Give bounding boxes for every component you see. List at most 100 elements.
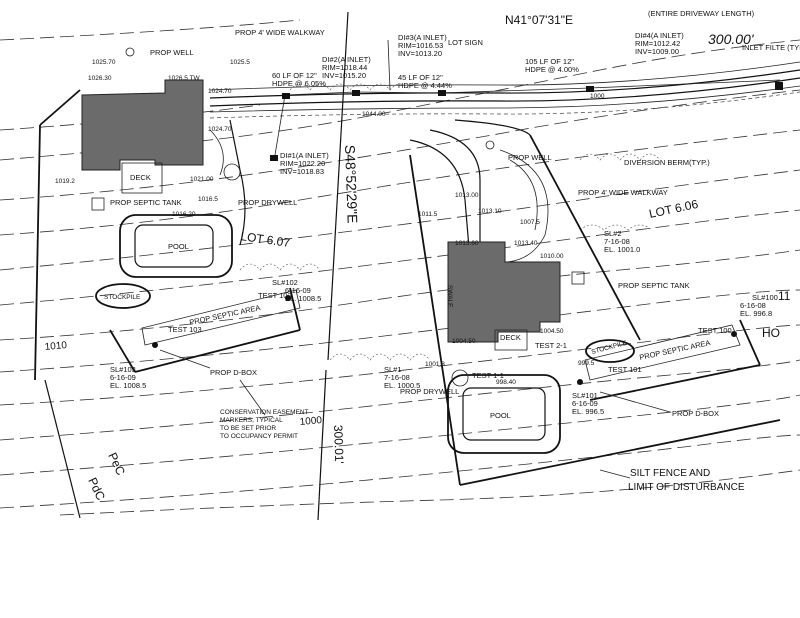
driveway-length: (ENTIRE DRIVEWAY LENGTH) <box>648 9 755 18</box>
elev-1025-70: 1025.70 <box>92 59 116 66</box>
silt-fence-line2: LIMIT OF DISTURBANCE <box>628 482 745 493</box>
pool-label-607: POOL <box>168 242 189 251</box>
inlet-markers <box>152 82 783 385</box>
sl2-id: SL#2 <box>604 229 622 238</box>
conservation-note-4: TO OCCUPANCY PERMIT <box>220 433 298 440</box>
bearing-north: N41°07'31"E <box>505 13 573 27</box>
di2-inv: INV=1015.20 <box>322 71 366 80</box>
diversion-berm: DIVERSION BERM(TYP.) <box>624 158 710 167</box>
prop-walkway-607: PROP 4' WIDE WALKWAY <box>235 28 325 37</box>
drywell-607: PROP DRYWELL <box>238 198 297 207</box>
pipe2-slope: HDPE @ 4.44% <box>398 81 452 90</box>
test-102: TEST 102 <box>258 291 292 300</box>
edge-11: 11 <box>778 289 791 303</box>
pipe2-length: 45 LF OF 12" <box>398 73 443 82</box>
di1-title: DI#1(A INLET) <box>280 151 329 160</box>
elev-1044: 1044.00 <box>362 111 386 118</box>
deck-label-607: DECK <box>130 173 151 182</box>
test-100: TEST 100 <box>698 326 732 335</box>
sl101-el: EL. 996.5 <box>572 407 604 416</box>
di4-rim: RIM=1012.42 <box>635 39 680 48</box>
bearing-side-distance: 300.01' <box>331 425 346 464</box>
drywell-606: PROP DRYWELL <box>400 387 459 396</box>
elev-1004-50b: 1004.50 <box>540 328 564 335</box>
conservation-note-2: MARKERS, TYPICAL <box>220 417 283 424</box>
sl102-id: SL#102 <box>272 278 298 287</box>
sl1-date: 7-16-08 <box>384 373 410 382</box>
property-boundaries <box>34 11 781 521</box>
sl2-date: 7-16-08 <box>604 237 630 246</box>
test-1-1: TEST 1-1 <box>472 371 504 380</box>
sl102-date: 6-16-09 <box>285 286 311 295</box>
elev-1004-50a: 1004.50 <box>452 338 476 345</box>
elev-1016-5: 1016.5 <box>198 196 218 203</box>
elev-1001-3: 1001.3 <box>425 361 445 368</box>
bearing-front: 300.00' <box>708 31 755 47</box>
buildings <box>81 79 561 351</box>
elev-1026-30: 1026.30 <box>88 75 112 82</box>
silt-fence-leader <box>599 469 631 479</box>
dbox-607: PROP D-BOX <box>210 368 257 377</box>
sl2-el: EL. 1001.0 <box>604 245 640 254</box>
sl1-id: SL#1 <box>384 365 402 374</box>
tree-lines <box>239 83 661 361</box>
elev-1010: 1010.00 <box>540 253 564 260</box>
elev-1021: 1021.00 <box>190 176 214 183</box>
elev-1025-5: 1025.5 <box>230 59 250 66</box>
contour-1010: 1010 <box>44 340 68 353</box>
elev-1024-70a: 1024.70 <box>208 88 232 95</box>
stockpile-607 <box>95 283 151 309</box>
di4-title: DI#4(A INLET) <box>635 31 684 40</box>
elev-1026-5: 1026.5 TW <box>168 75 201 82</box>
spot-elevations: 1025.70 1025.5 1026.30 1026.5 TW 1024.70… <box>55 59 605 386</box>
sl103-id: SL#103 <box>110 365 136 374</box>
deck-lot-607 <box>121 162 163 194</box>
stockpile-606 <box>585 339 635 363</box>
di1-rim: RIM=1022.20 <box>280 159 325 168</box>
dbox-leader-606 <box>599 391 671 413</box>
swale-label: SWALE <box>446 285 453 308</box>
di2-rim: RIM=1018.44 <box>322 63 367 72</box>
conservation-note-1: CONSERVATION EASEMENT <box>220 409 309 416</box>
elev-1000b: 1000 <box>590 93 605 100</box>
test-103: TEST 103 <box>168 325 202 334</box>
dbox-606: PROP D-BOX <box>672 409 719 418</box>
septic-areas <box>91 47 741 387</box>
silt-fence-line1: SILT FENCE AND <box>630 468 710 479</box>
sl100-date: 6-16-08 <box>740 301 766 310</box>
di3-title: DI#3(A INLET) <box>398 33 447 42</box>
bearing-side: S48°52'29"E <box>342 145 361 224</box>
pool-inner-607 <box>134 224 214 268</box>
house-lot-607 <box>81 79 204 171</box>
elev-998-40: 998.40 <box>496 379 516 386</box>
di2-title: DI#2(A INLET) <box>322 55 371 64</box>
edge-ho: HO <box>762 326 780 340</box>
driveway-road <box>209 39 800 263</box>
septic-tank-606: PROP SEPTIC TANK <box>618 281 690 290</box>
elev-1013-40: 1013.40 <box>514 240 538 247</box>
pipe3-slope: HDPE @ 4.00% <box>525 65 579 74</box>
prop-well-606: PROP WELL <box>508 153 552 162</box>
elev-999-5: 999.5 <box>578 360 595 367</box>
elev-1013-10: 1013.10 <box>478 208 502 215</box>
di4-inv: INV=1009.00 <box>635 47 679 56</box>
deck-lot-606 <box>494 329 528 351</box>
deck-label-606: DECK <box>500 333 521 342</box>
sl100-id: SL#100 <box>752 293 778 302</box>
sl103-el: EL. 1008.5 <box>110 381 146 390</box>
elev-1024-70b: 1024.70 <box>208 126 232 133</box>
drainage-pipes <box>274 79 781 156</box>
contour-1000: 1000 <box>299 415 323 428</box>
di3-rim: RIM=1016.53 <box>398 41 443 50</box>
pipe3-length: 105 LF OF 12" <box>525 57 574 66</box>
inlet-filter: INLET FILTE (TYP.) <box>742 43 800 52</box>
stockpile-label-607: STOCKPILE <box>104 294 141 301</box>
lot-sign: LOT SIGN <box>448 38 483 47</box>
sl102-el: EL. 1008.5 <box>285 294 321 303</box>
pool-outer-607 <box>119 214 233 278</box>
test-101: TEST 101 <box>608 365 642 374</box>
sl100-el: EL. 996.8 <box>740 309 772 318</box>
prop-well-607: PROP WELL <box>150 48 194 57</box>
pool-inner-606 <box>462 387 546 441</box>
